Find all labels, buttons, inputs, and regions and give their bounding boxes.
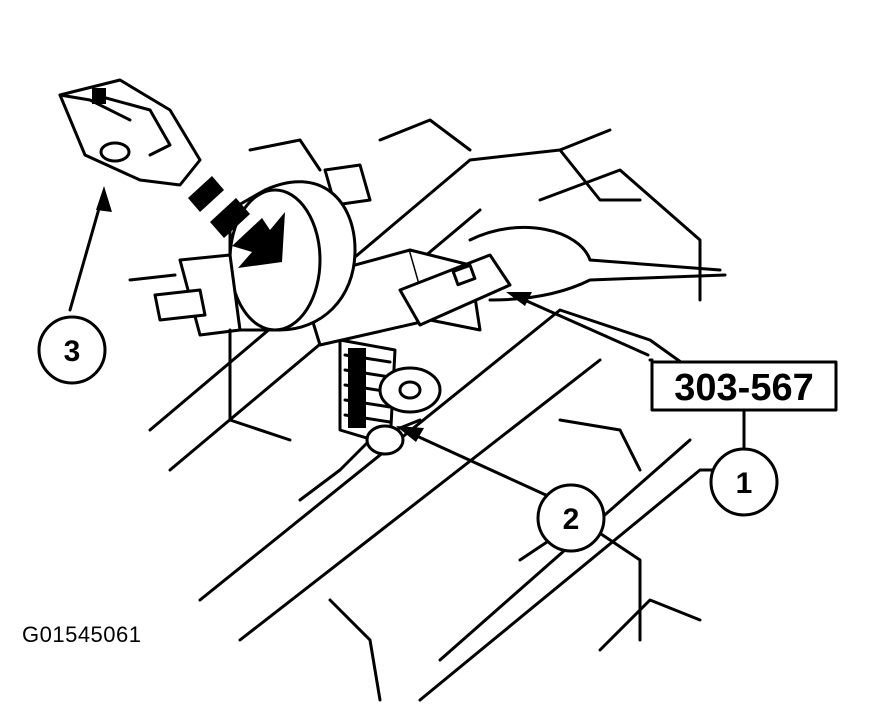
valve-assembly [298, 338, 422, 502]
leader-arrowheads [96, 186, 532, 442]
install-direction-arrow [188, 176, 285, 268]
callout-1: 1 [709, 447, 779, 517]
tool-label: 303-567 [674, 367, 813, 409]
callout-1-number: 1 [736, 467, 753, 500]
tool-label-box: 303-567 [650, 360, 838, 454]
leader-lines [68, 196, 654, 498]
callout-2-number: 2 [563, 503, 580, 536]
tool-303-567 [398, 225, 727, 327]
figure-id: G01545061 [22, 622, 142, 647]
callout-3-number: 3 [64, 335, 81, 368]
callout-3: 3 [37, 315, 107, 385]
callout-2: 2 [536, 483, 606, 553]
rocker-arm-pivot [365, 366, 442, 456]
rocker-arm [58, 78, 202, 187]
